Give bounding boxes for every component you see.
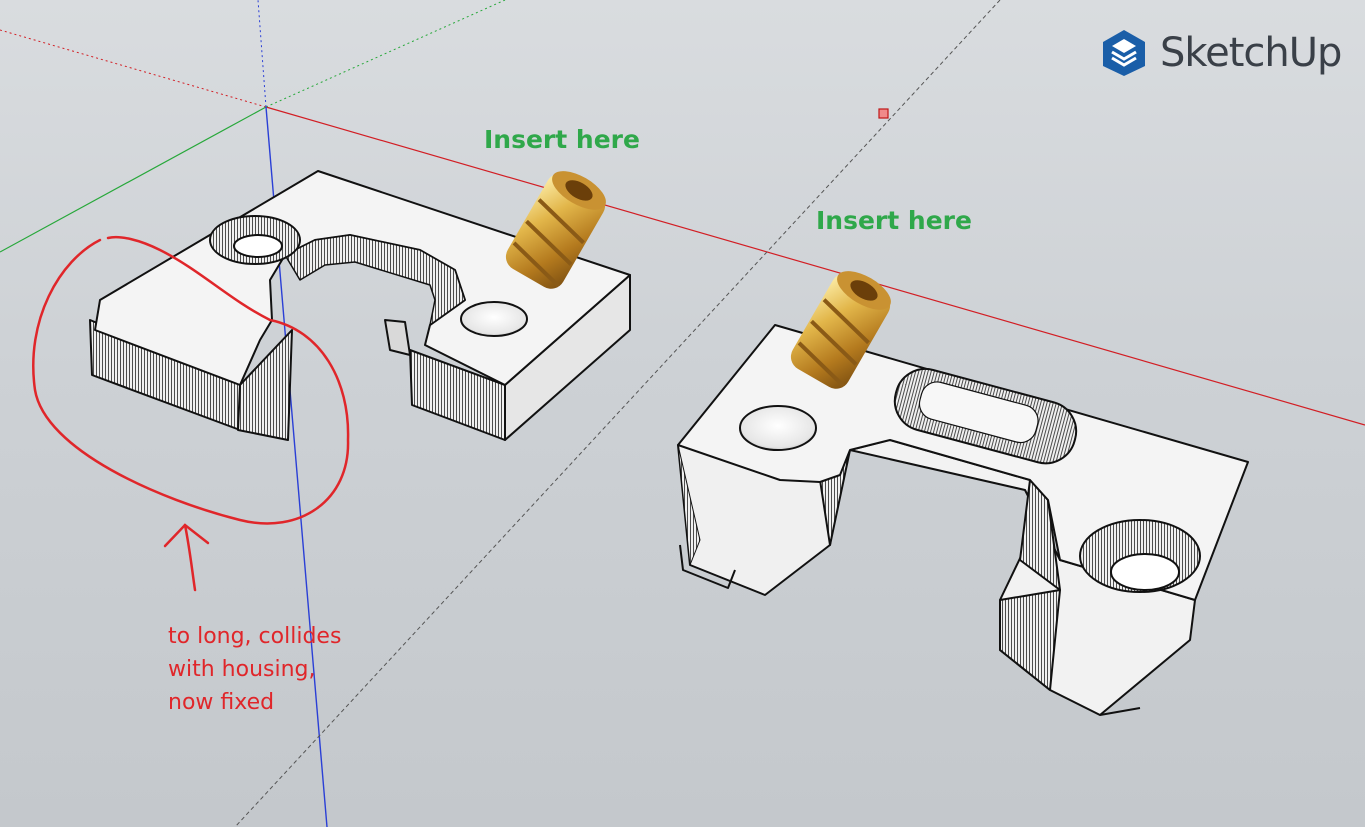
- annotation-line: now fixed: [168, 690, 275, 715]
- green-axis-dotted: [265, 0, 506, 108]
- insert-label-left: Insert here: [484, 125, 640, 154]
- right-part[interactable]: [677, 324, 1249, 716]
- brass-insert-icon: [505, 171, 606, 289]
- insert-label-right: Insert here: [816, 206, 972, 235]
- annotation-note: to long, collides with housing, now fixe…: [168, 620, 341, 719]
- left-part-insert-hole: [460, 301, 528, 337]
- sketchup-logo: SketchUp: [1100, 28, 1342, 78]
- blue-axis-dotted: [257, 0, 267, 108]
- sketchup-logo-text: SketchUp: [1160, 30, 1342, 76]
- green-axis: [0, 106, 267, 253]
- right-part-insert-hole: [739, 405, 817, 451]
- annotation-line: with housing,: [168, 657, 316, 682]
- red-axis-dotted: [0, 29, 267, 108]
- red-axis: [265, 106, 1365, 426]
- sketchup-logo-icon: [1103, 30, 1145, 76]
- left-part[interactable]: [89, 170, 631, 441]
- guide-line: [234, 0, 1001, 827]
- brass-insert-icon: [790, 271, 891, 389]
- endpoint-marker-icon[interactable]: [878, 108, 889, 119]
- annotation-sketch: [32, 235, 350, 592]
- annotation-line: to long, collides: [168, 624, 342, 649]
